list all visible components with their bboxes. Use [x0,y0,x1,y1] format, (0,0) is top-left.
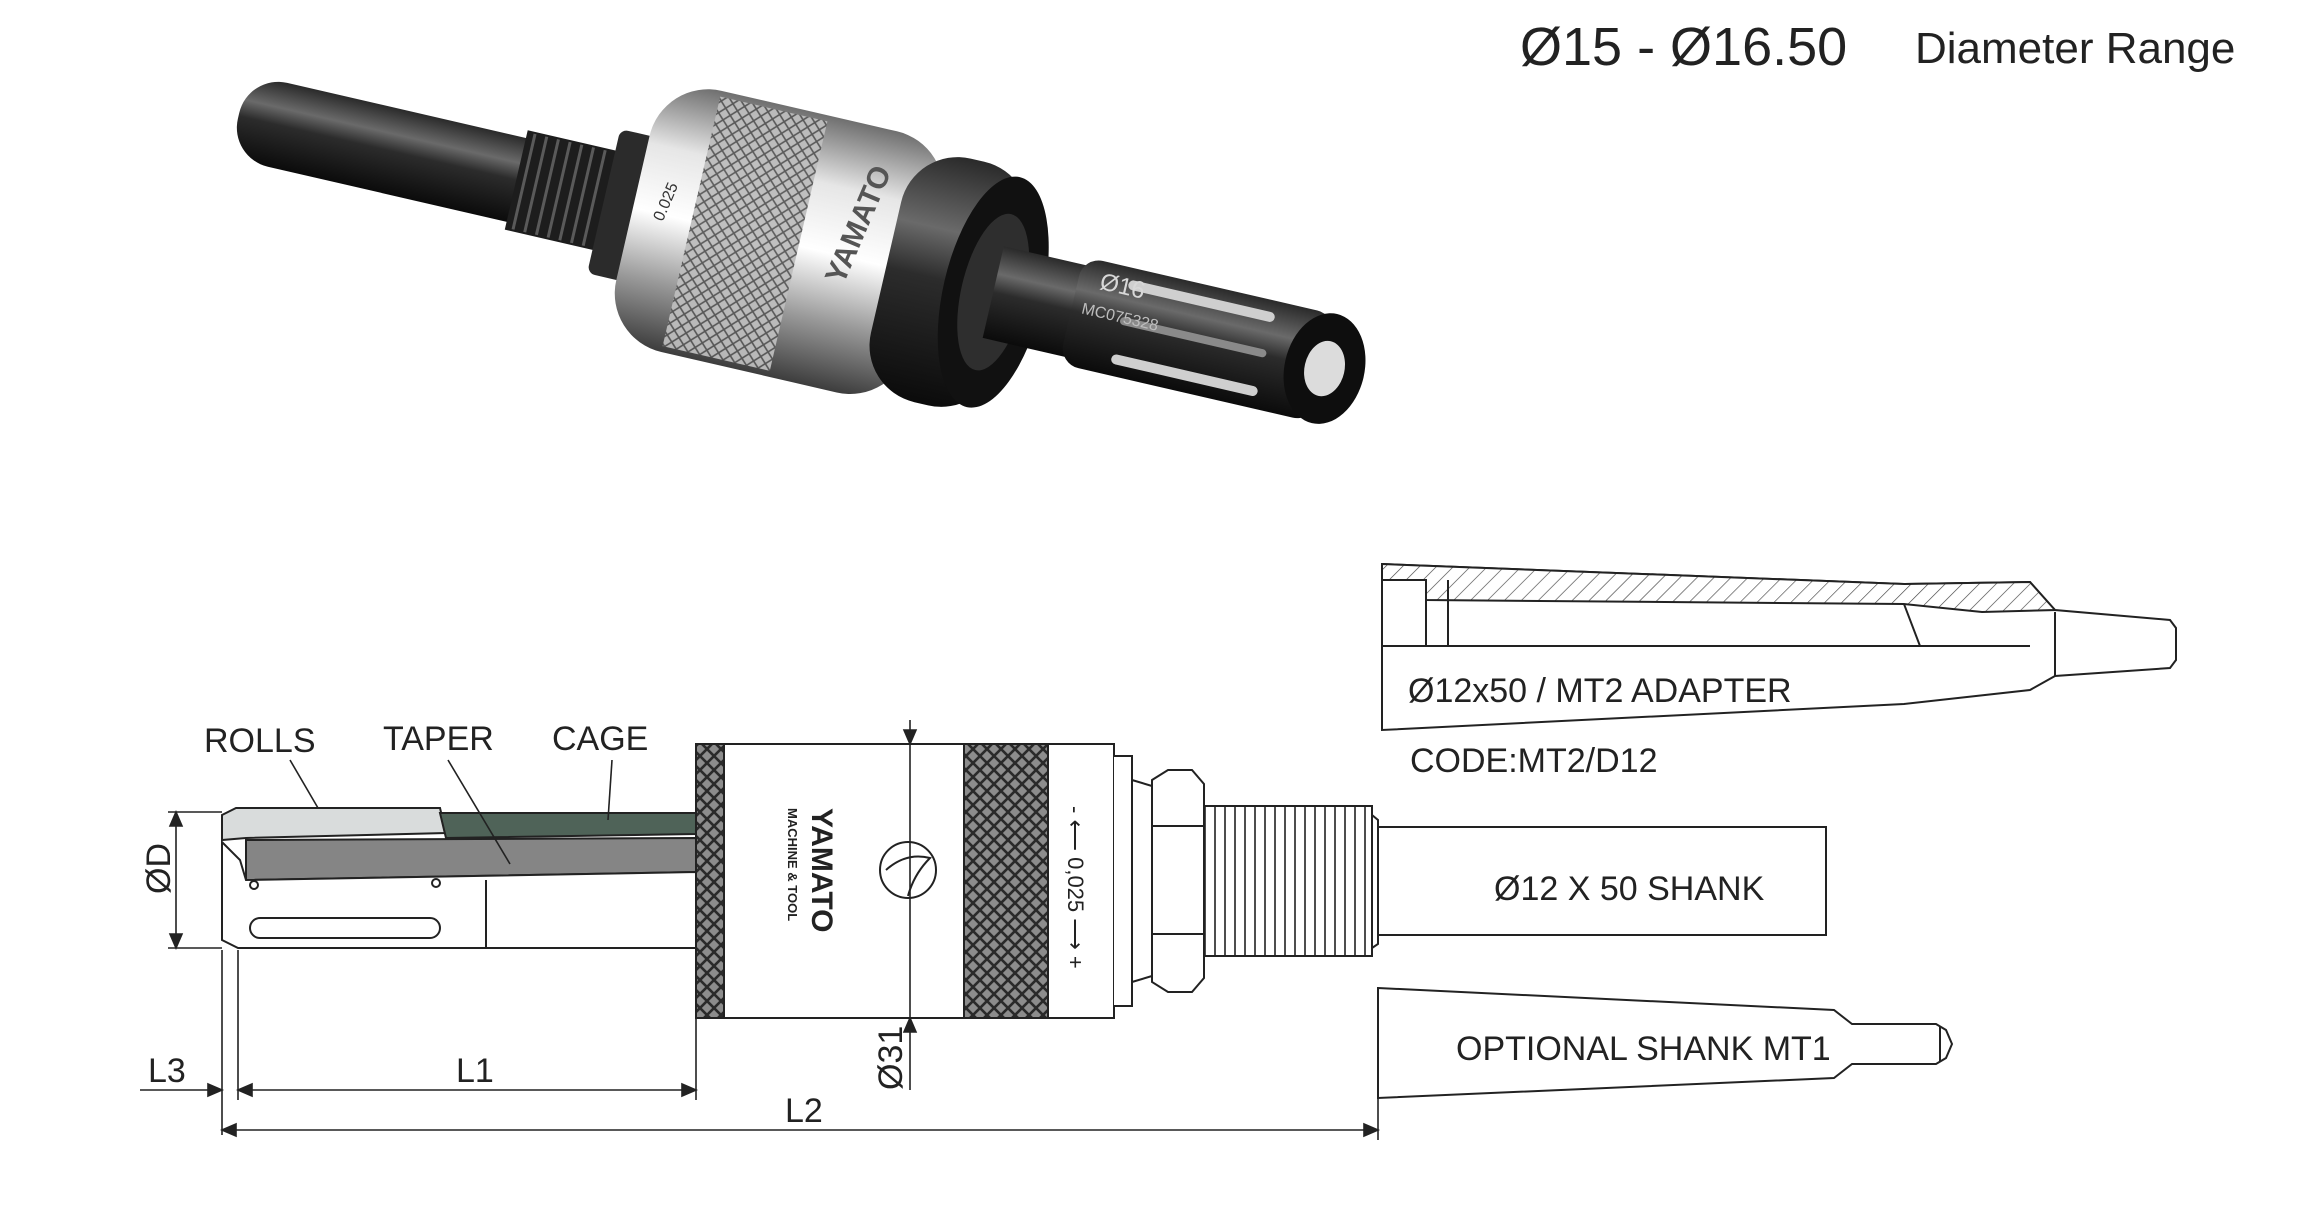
technical-drawing [140,562,2177,1140]
adapter-section [1381,562,2177,732]
shank-outline [1377,826,1827,936]
diameter-range-caption: Diameter Range [1915,24,2235,73]
l2-label: L2 [785,1092,823,1130]
body-brand: YAMATO [805,808,838,932]
adjusting-body [695,743,1379,1019]
cage-label: CAGE [552,720,648,758]
adjust-scale: - ⟵ 0,025 ⟶ + [1063,806,1088,969]
l1-label: L1 [456,1052,494,1090]
d31-label: Ø31 [872,1026,910,1090]
adapter-label: Ø12x50 / MT2 ADAPTER [1408,672,1792,710]
standard-shank-label: Ø12 X 50 SHANK [1494,870,1765,908]
diameter-range-value: Ø15 - Ø16.50 [1520,17,1847,77]
optional-shank-outline [1377,986,1954,1100]
taper-label: TAPER [383,720,494,758]
dimension-lines [140,720,1381,1140]
rolls-label: ROLLS [204,722,316,760]
adapter-code: CODE:MT2/D12 [1410,742,1658,780]
l3-label: L3 [148,1052,186,1090]
body-brand-sub: MACHINE & TOOL [785,808,800,921]
tool-render: YAMATO Ø16 MC075328 0.025 [236,81,1366,424]
optional-shank-label: OPTIONAL SHANK MT1 [1456,1030,1831,1068]
roller-head [221,807,697,949]
od-label: ØD [140,843,178,894]
